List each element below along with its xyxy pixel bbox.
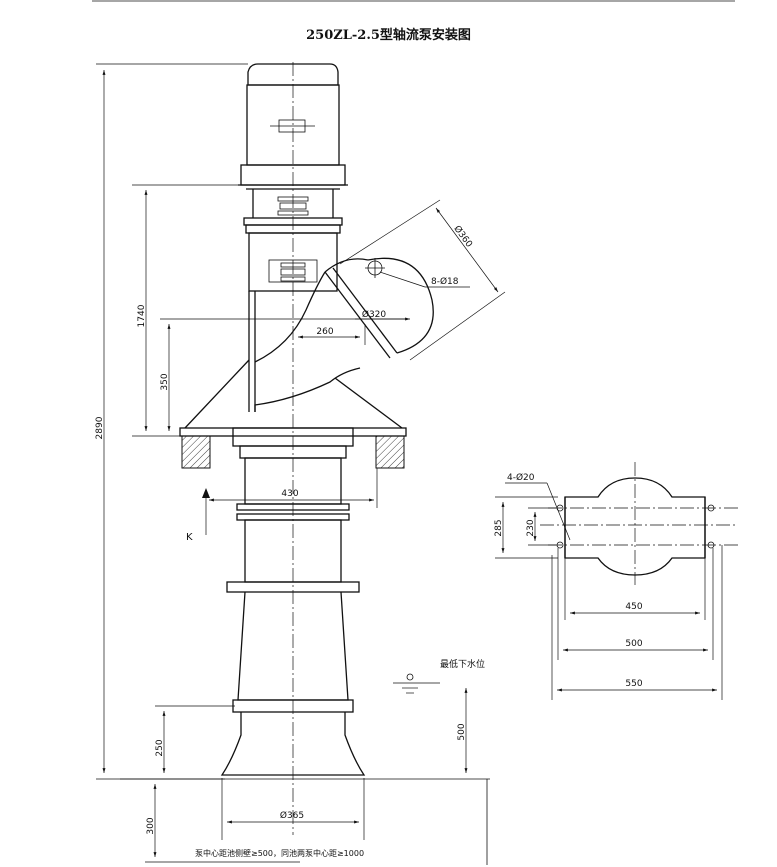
dim-o320: Ø320: [362, 309, 387, 320]
dim-250: 250: [155, 739, 165, 756]
discharge-elbow: [254, 257, 434, 412]
dim-o360: Ø360: [451, 223, 474, 249]
pump-body: [220, 457, 366, 776]
pump-elevation: [179, 62, 434, 835]
dim-500-depth: 500: [457, 723, 467, 740]
plan-view: 4-Ø20 285 230 450 500 550: [494, 462, 738, 700]
dim-2890: 2890: [95, 416, 105, 439]
view-k-label: K: [186, 532, 193, 543]
water-level-label: 最低下水位: [440, 658, 485, 670]
dim-430: 430: [281, 489, 298, 499]
dim-8-o18: 8-Ø18: [431, 276, 459, 287]
elevation-dimensions: 2890 1740 350 260 Ø320 Ø360 8-Ø18 430: [95, 63, 506, 863]
dim-300: 300: [146, 817, 156, 834]
dim-230: 230: [526, 519, 536, 536]
dim-550: 550: [625, 679, 642, 689]
dim-450: 450: [625, 602, 642, 612]
dim-1740: 1740: [137, 304, 147, 327]
dim-285: 285: [494, 519, 504, 536]
coupling-housing: [243, 188, 343, 292]
dim-4-o20: 4-Ø20: [507, 472, 535, 483]
dim-260: 260: [316, 327, 333, 337]
dim-500-plan: 500: [625, 639, 642, 649]
installation-note: 泵中心距池侧壁≥500，同池两泵中心距≥1000: [195, 848, 364, 858]
dim-350: 350: [160, 373, 170, 390]
dim-o365: Ø365: [280, 810, 304, 821]
base-plate: [179, 359, 407, 469]
drawing-title: 250ZL-2.5型轴流泵安装图: [306, 28, 471, 43]
motor: [238, 63, 348, 186]
